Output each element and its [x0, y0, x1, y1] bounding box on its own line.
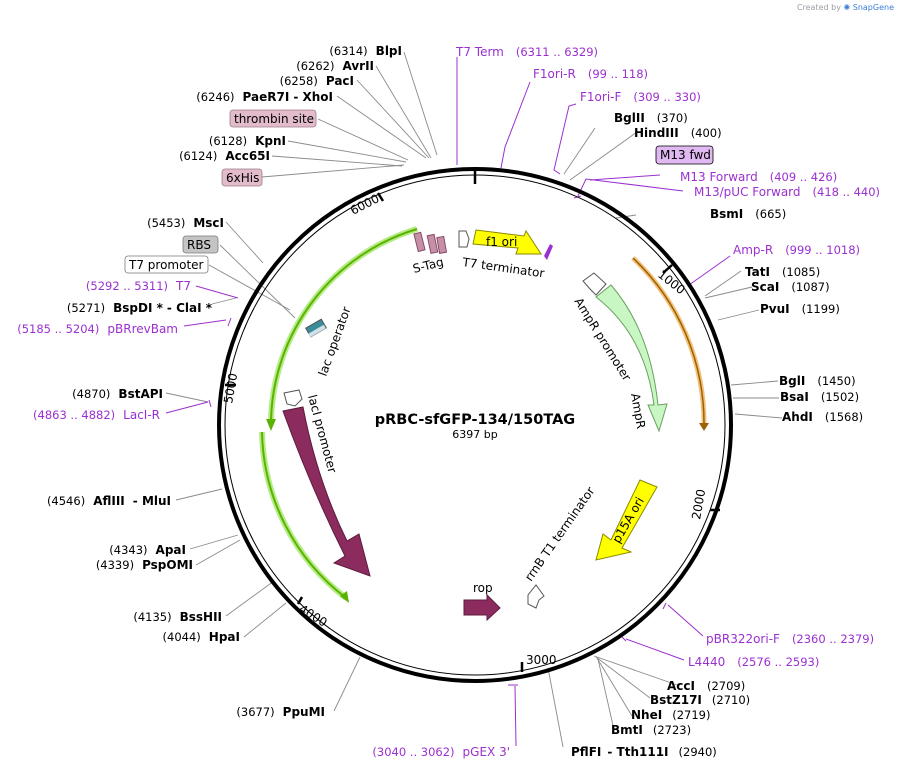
- feature-rop: rop: [463, 581, 501, 622]
- enzyme-bstapi: (4870)BstAPI: [72, 387, 163, 401]
- enzyme-labels-left: (6314)BlpI (6262)AvrII (6258)PacI (6246)…: [47, 44, 402, 719]
- enzyme-acc65i: (6124)Acc65I: [179, 149, 270, 163]
- feature-p15a-ori: p15A ori: [595, 479, 658, 561]
- primer-pbrrevbam: (5185 .. 5204)pBRrevBam: [17, 322, 178, 336]
- primer-mark-t7term: [544, 244, 553, 260]
- credit-brand: SnapGene: [852, 3, 894, 12]
- primer-f1ori-r: F1ori-R(99 .. 118): [533, 67, 648, 81]
- primer-t7-term: T7 Term(6311 .. 6329): [455, 45, 598, 59]
- plasmid-length: 6397 bp: [452, 428, 497, 441]
- enzyme-kpni: (6128)KpnI: [209, 134, 286, 148]
- primer-l4440: L4440(2576 .. 2593): [688, 655, 819, 669]
- enzyme-bstz17i: BstZ17I(2710): [650, 693, 750, 707]
- feature-s-tag: S-Tag: [411, 231, 448, 276]
- primer-t7: (5292 .. 5311)T7: [86, 279, 191, 293]
- enzyme-ppumi: (3677)PpuMI: [236, 705, 325, 719]
- feature-label-laci: lacI: [298, 479, 318, 503]
- label-t7-promoter: T7 promoter: [128, 258, 204, 272]
- feature-label-rrnb: rrnB T1 terminator: [522, 484, 598, 584]
- leader-lines: [165, 51, 783, 748]
- snapgene-logo-icon: ✺: [843, 3, 851, 12]
- feature-label-lac-operator: lac operator: [316, 305, 354, 378]
- credit-prefix: Created by: [796, 3, 841, 12]
- feature-ampr-promoter: AmpR promoter: [571, 272, 634, 384]
- feature-label-ampr: AmpR: [628, 392, 648, 430]
- feature-label-s-tag: S-Tag: [411, 255, 445, 276]
- enzyme-scai: ScaI(1087): [751, 280, 830, 294]
- tick-5000: 5000: [221, 372, 240, 405]
- snapgene-credit: Created by ✺ SnapGene: [797, 3, 894, 12]
- enzyme-pspomi: (4339)PspOMI: [96, 558, 193, 572]
- tick-labels: 1000 2000 3000 4000 5000 6000: [221, 191, 708, 667]
- feature-f1-ori: f1 ori: [472, 229, 542, 255]
- enzyme-paci: (6258)PacI: [280, 74, 354, 88]
- enzyme-bglii: BglII(370): [614, 111, 688, 125]
- primer-pgex3: (3040 .. 3062)pGEX 3': [372, 745, 510, 759]
- label-m13-fwd: M13 fwd: [660, 148, 711, 162]
- enzyme-paer7i-xhoi: (6246)PaeR7I- XhoI: [196, 90, 333, 104]
- enzyme-bsai: BsaI(1502): [780, 390, 859, 404]
- enzyme-tati: TatI(1085): [745, 265, 820, 279]
- enzyme-bsmi: BsmI(665): [710, 207, 786, 221]
- primer-m13-forward: M13 Forward(409 .. 426): [680, 170, 837, 184]
- enzyme-blpi: (6314)BlpI: [329, 44, 402, 58]
- backbone-ticks: [225, 167, 720, 672]
- primer-m13-puc-forward: M13/pUC Forward(418 .. 440): [694, 185, 880, 199]
- tick-3000: 3000: [526, 653, 557, 667]
- label-rbs: RBS: [187, 238, 211, 252]
- enzyme-msci: (5453)MscI: [147, 216, 224, 230]
- feature-label-f1-ori: f1 ori: [486, 235, 517, 249]
- enzyme-pflfi-tth111i: PflFI- Tth111I(2940): [571, 745, 717, 759]
- enzyme-bmti: BmtI(2723): [611, 723, 691, 737]
- enzyme-afliii-mlui: (4546)AflIII- MluI: [47, 494, 171, 508]
- enzyme-pvui: PvuI(1199): [760, 302, 840, 316]
- enzyme-bspdi-clai: (5271)BspDI *- ClaI *: [67, 301, 213, 315]
- feature-rrnb: rrnB T1 terminator: [522, 484, 598, 609]
- primer-amp-r: Amp-R(999 .. 1018): [733, 243, 860, 257]
- primer-f1ori-f: F1ori-F(309 .. 330): [580, 90, 701, 104]
- feature-label-rop: rop: [473, 581, 493, 595]
- primer-labels: T7 Term(6311 .. 6329) F1ori-R(99 .. 118)…: [17, 45, 880, 759]
- orange-outline-arc: [631, 256, 709, 431]
- feature-laci: lacI: [282, 406, 371, 577]
- boxed-labels: thrombin site 6xHis M13 fwd RBS T7 promo…: [124, 109, 714, 274]
- enzyme-hpai: (4044)HpaI: [163, 630, 240, 644]
- green-outline-arcs: [259, 226, 418, 603]
- enzyme-labels-right: BglII(370) HindIII(400) BsmI(665) TatI(1…: [571, 111, 863, 759]
- primer-laci-r: (4863 .. 4882)LacI-R: [33, 408, 160, 422]
- enzyme-apai: (4343)ApaI: [109, 543, 186, 557]
- enzyme-nhei: NheI(2719): [631, 708, 710, 722]
- primer-pbr322ori-f: pBR322ori-F(2360 .. 2379): [706, 632, 874, 646]
- enzyme-hindiii: HindIII(400): [634, 126, 722, 140]
- label-thrombin-site: thrombin site: [234, 112, 314, 126]
- feature-lac-operator: lac operator: [305, 305, 354, 378]
- enzyme-ahdi: AhdI(1568): [782, 410, 863, 424]
- enzyme-bsshii: (4135)BssHII: [133, 610, 222, 624]
- label-6xhis: 6xHis: [226, 171, 259, 185]
- plasmid-name: pRBC-sfGFP-134/150TAG: [375, 412, 575, 428]
- tick-2000: 2000: [689, 488, 708, 521]
- feature-label-t7-terminator: T7 terminator: [461, 255, 546, 281]
- feature-t7-terminator-shape: [458, 230, 470, 248]
- enzyme-acci: AccI(2709): [667, 679, 745, 693]
- feature-ampr: AmpR: [595, 284, 668, 433]
- enzyme-avrii: (6262)AvrII: [296, 59, 374, 73]
- enzyme-bgli: BglI(1450): [779, 374, 856, 388]
